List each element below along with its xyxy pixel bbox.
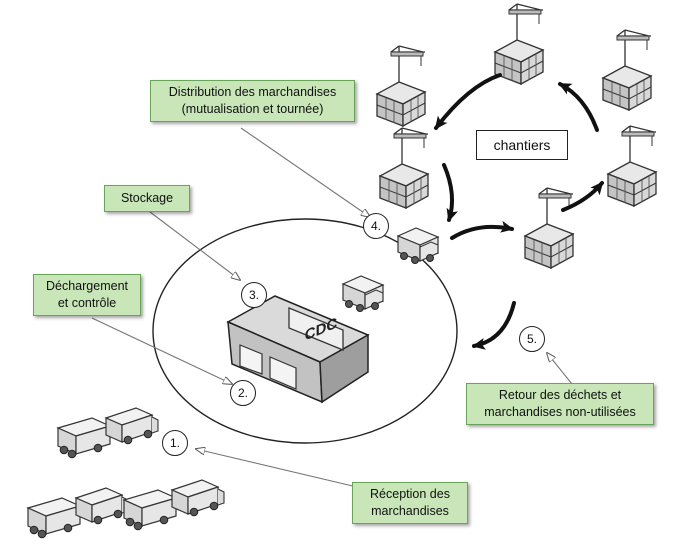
label-reception: Réception des marchandises	[352, 482, 468, 524]
flow-arrow-site2-to-site1	[434, 73, 502, 130]
label-retour: Retour des déchets et marchandises non-u…	[466, 383, 654, 425]
delivery-truck-depot	[342, 275, 384, 313]
label-retour-line1: Retour des déchets et	[498, 388, 622, 402]
flow-arrow-site6-to-site4	[561, 181, 604, 212]
cdc-warehouse	[226, 295, 370, 404]
flow-arrow-truck-to-site6	[450, 220, 514, 240]
construction-site-3	[602, 29, 652, 111]
construction-site-2	[494, 3, 544, 85]
pointer-dechargement	[91, 317, 232, 384]
construction-site-5	[379, 127, 429, 209]
incoming-truck-2	[27, 487, 129, 539]
label-distribution-line1: Distribution des marchandises	[168, 85, 337, 99]
pointer-stockage	[149, 211, 240, 280]
chantiers-label: chantiers	[476, 130, 568, 160]
step-1-marker: 1.	[162, 430, 188, 456]
pointer-reception	[196, 449, 379, 493]
step-3-marker: 3.	[241, 282, 267, 308]
label-stockage: Stockage	[104, 185, 190, 212]
label-distribution-line2: (mutualisation et tournée)	[181, 102, 324, 116]
delivery-truck-route	[397, 227, 439, 265]
label-retour-line2: marchandises non-utilisées	[484, 405, 636, 419]
construction-site-4	[607, 125, 657, 207]
step-4-marker: 4.	[363, 213, 389, 239]
flow-arrow-site4-to-site3	[558, 82, 599, 132]
pointer-retour	[547, 353, 573, 385]
label-dechargement-line1: Déchargement	[46, 279, 128, 293]
label-distribution: Distribution des marchandises (mutualisa…	[150, 80, 355, 122]
construction-site-6	[524, 187, 574, 269]
construction-site-1	[376, 45, 426, 127]
label-dechargement: Déchargement et contrôle	[33, 274, 141, 316]
label-dechargement-line2: et contrôle	[57, 296, 117, 310]
cdc-zone-ellipse	[152, 218, 458, 444]
pointer-distribution	[240, 127, 370, 217]
flow-arrow-site5-to-truck	[442, 163, 459, 222]
label-reception-line2: marchandises	[371, 504, 449, 518]
step-5-marker: 5.	[519, 326, 545, 352]
incoming-truck-1	[57, 407, 159, 459]
incoming-truck-3	[123, 479, 225, 531]
return-arrow	[472, 301, 516, 350]
step-2-marker: 2.	[230, 380, 256, 406]
label-reception-line1: Réception des	[370, 487, 450, 501]
